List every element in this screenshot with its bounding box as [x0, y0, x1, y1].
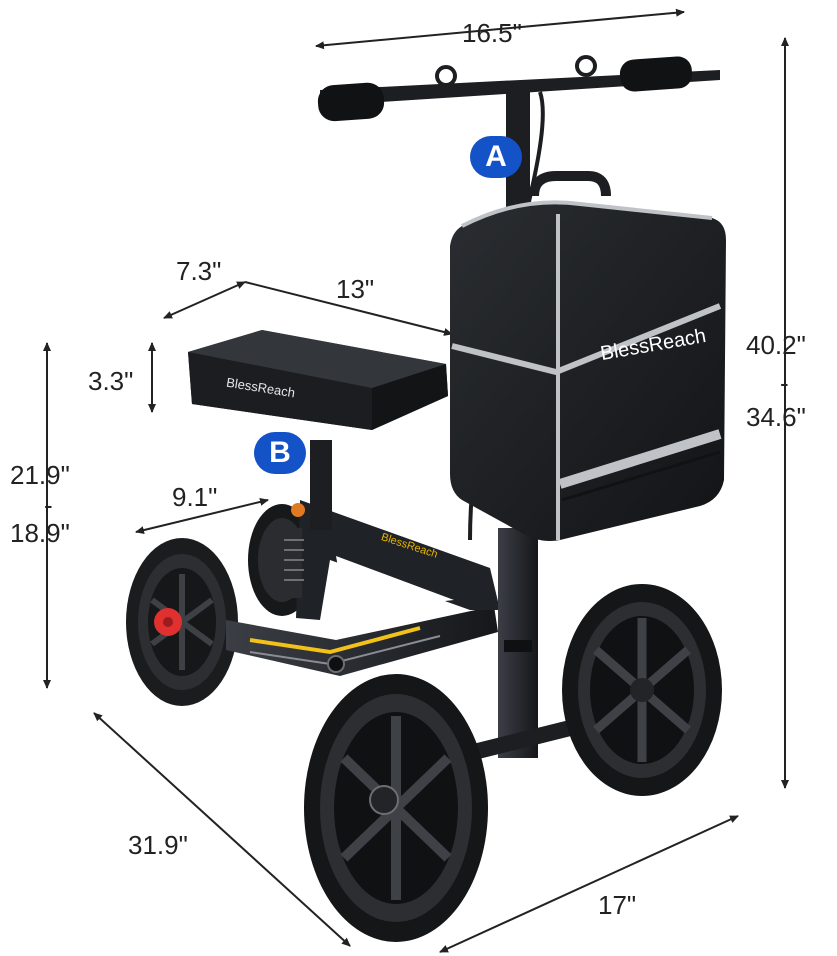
dimension-lines — [43, 8, 789, 953]
pad-height-min-label: 18.9" — [10, 518, 70, 548]
pad-length-label: 13" — [336, 274, 375, 304]
badge-a-icon: A — [470, 136, 522, 178]
length-label: 31.9" — [128, 830, 188, 860]
pad-height-max-label: 21.9" — [10, 460, 70, 490]
frame — [226, 440, 606, 764]
pad-thickness-label: 3.3" — [88, 366, 134, 396]
pad-length-arrow — [244, 281, 453, 336]
basket-bag — [450, 171, 726, 541]
pad-width-arrow — [163, 281, 246, 319]
front-right-wheel — [562, 584, 722, 796]
front-to-pad-label: 9.1" — [172, 482, 218, 512]
rear-left-wheel — [126, 538, 238, 706]
pad-height-separator: - — [44, 490, 53, 520]
badge-b-icon: B — [254, 432, 306, 474]
knee-pad — [188, 330, 448, 430]
handlebar-width-label: 16.5" — [462, 18, 522, 48]
width-label: 17" — [598, 890, 637, 920]
pad-width-label: 7.3" — [176, 256, 222, 286]
length-arrow — [93, 712, 351, 947]
total-height-separator: - — [780, 368, 789, 398]
total-height-min-label: 34.6" — [746, 402, 806, 432]
handlebar-width-arrow — [315, 8, 685, 50]
front-left-wheel — [304, 674, 488, 942]
total-height-max-label: 40.2" — [746, 330, 806, 360]
front-to-pad-arrow — [135, 497, 269, 535]
width-arrow — [439, 815, 739, 953]
